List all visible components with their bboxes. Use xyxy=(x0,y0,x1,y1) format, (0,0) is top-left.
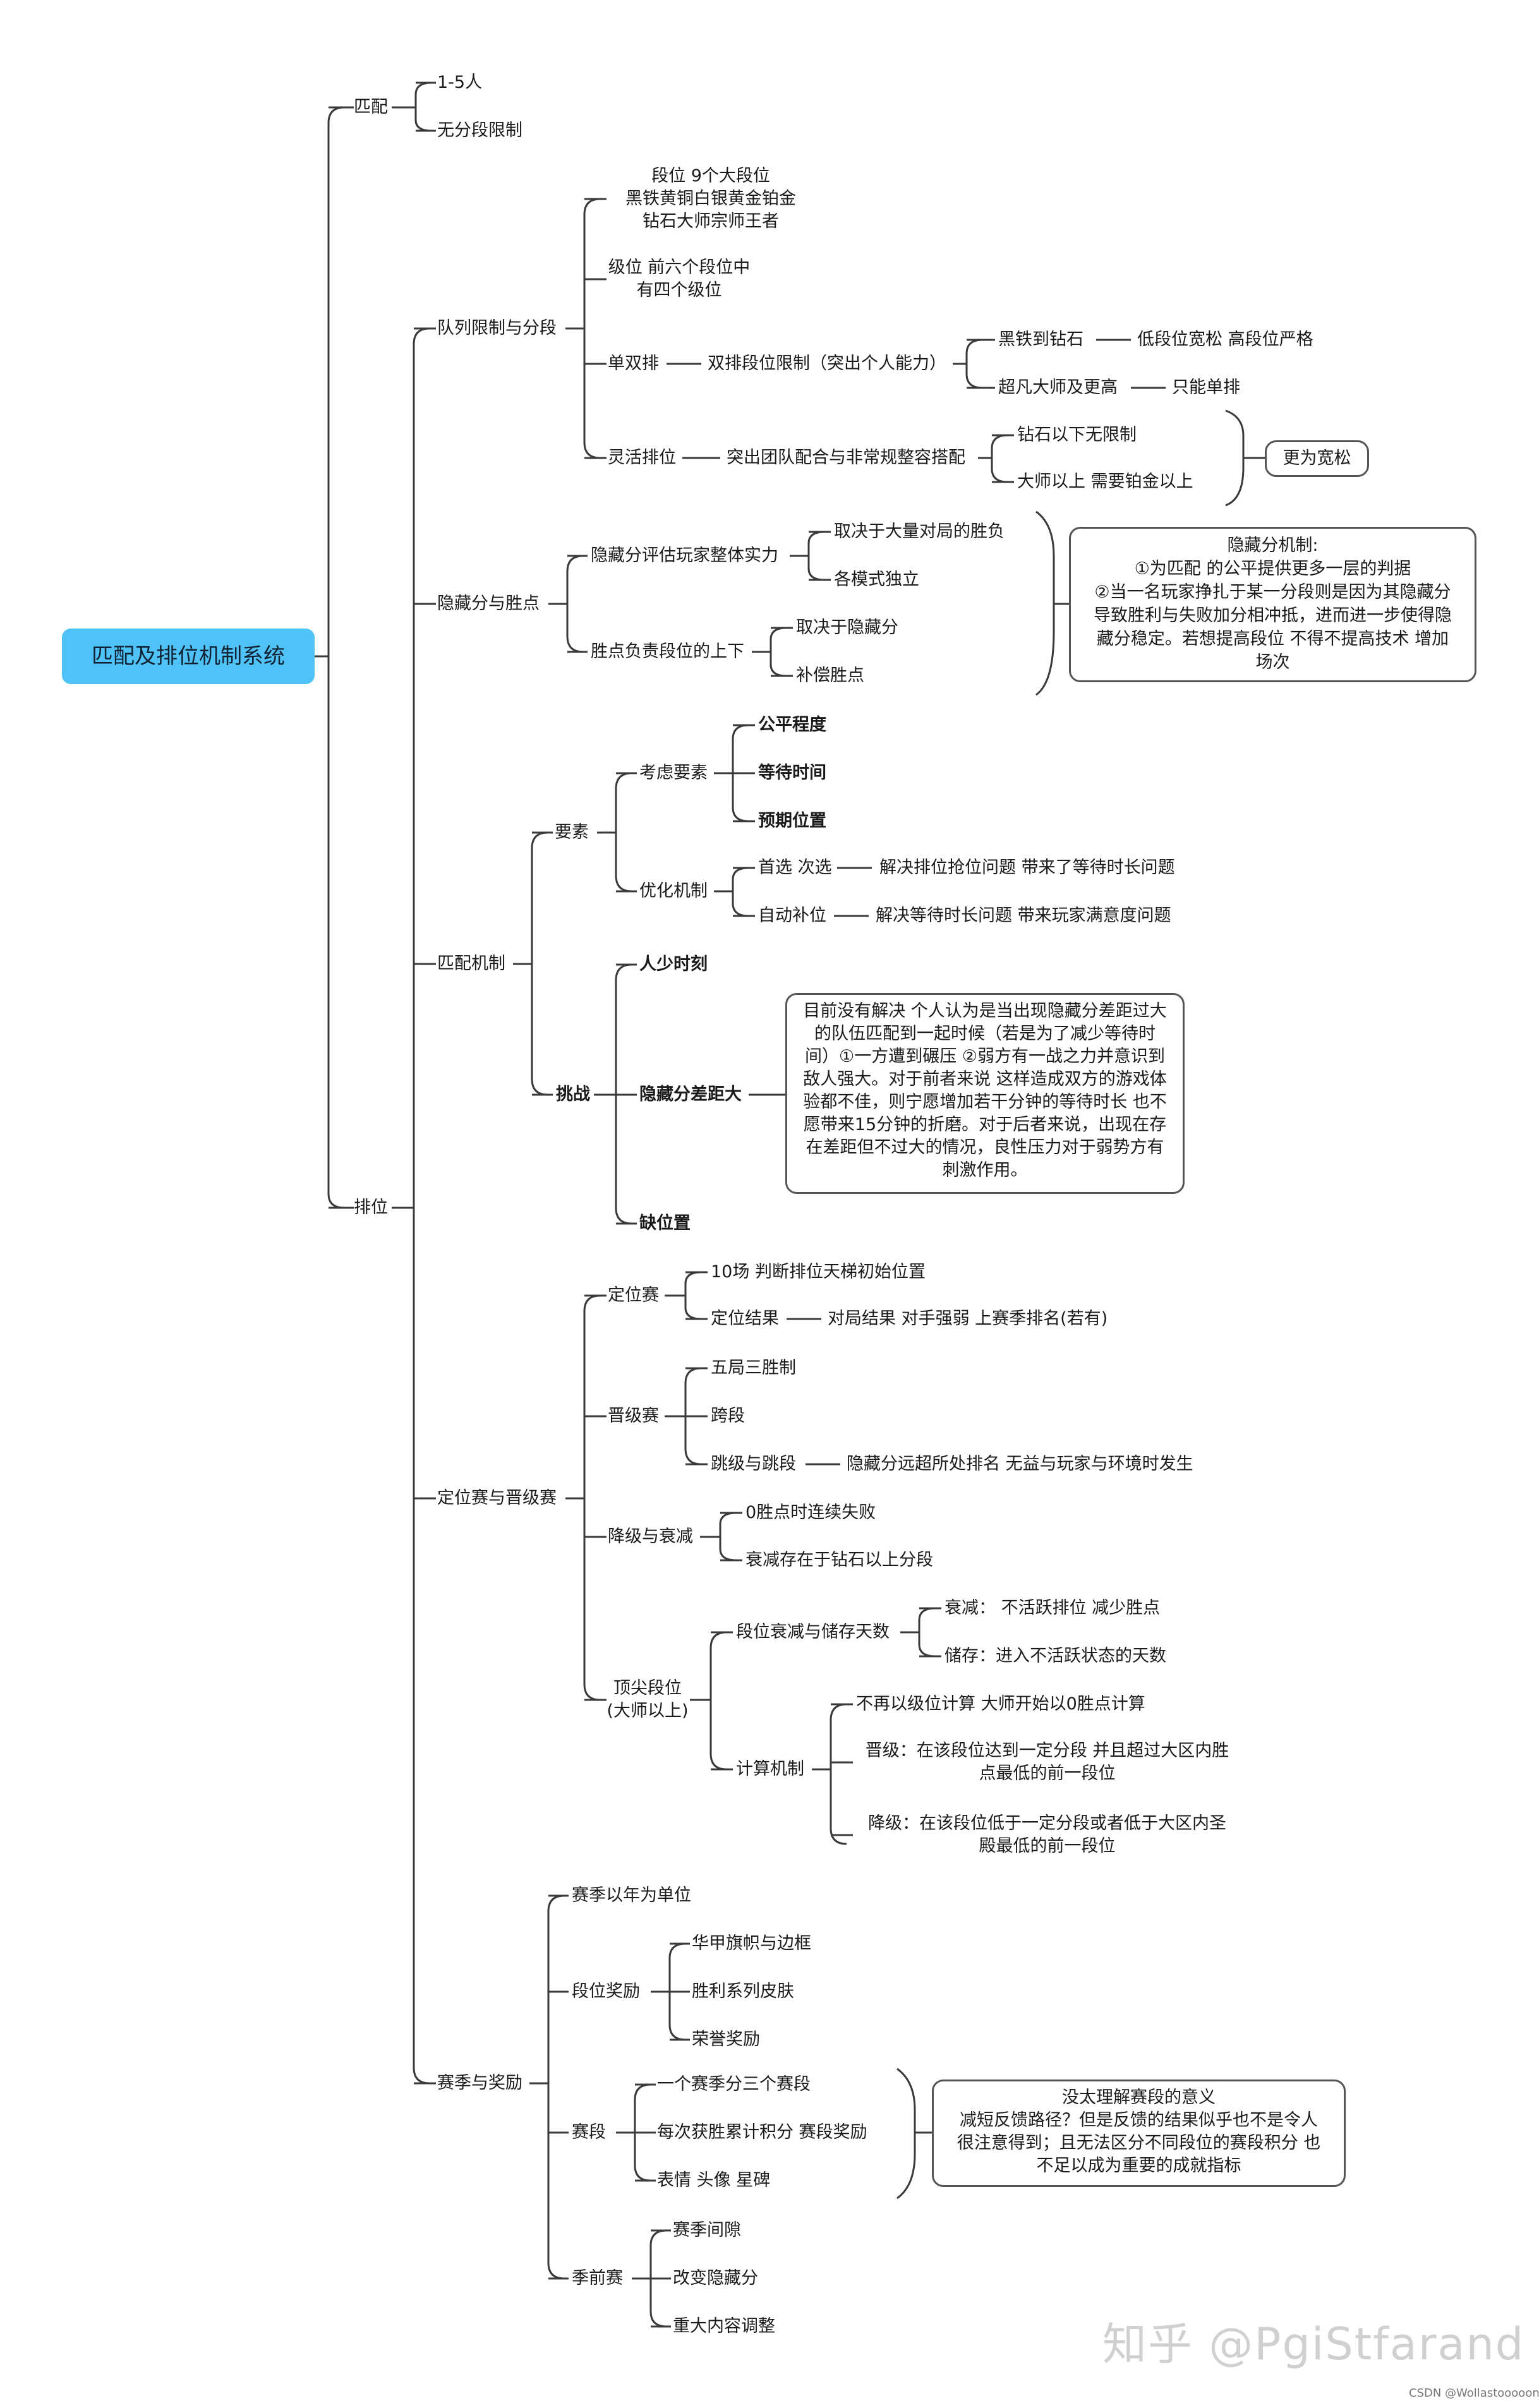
node-demote-loss[interactable]: 0胜点时连续失败 xyxy=(745,1503,876,1522)
node-low-loose[interactable]: 低段位宽松 高段位严格 xyxy=(1137,330,1313,349)
node-expected-pos[interactable]: 预期位置 xyxy=(758,811,826,831)
node-few-players[interactable]: 人少时刻 xyxy=(639,954,708,974)
node-pre-mmr[interactable]: 改变隐藏分 xyxy=(673,2268,758,2288)
node-honor[interactable]: 荣誉奖励 xyxy=(692,2030,760,2049)
node-split-points[interactable]: 每次获胜累计积分 赛段奖励 xyxy=(657,2122,867,2142)
node-placement-result[interactable]: 定位结果 xyxy=(711,1309,779,1328)
note-mmr[interactable]: 隐藏分机制: ①为匹配 的公平提供更多一层的判据 ②当一名玩家挣扎于某一分段则是… xyxy=(1069,527,1476,682)
node-mmr-gap[interactable]: 隐藏分差距大 xyxy=(639,1085,742,1104)
node-solo-only[interactable]: 只能单排 xyxy=(1172,378,1240,397)
node-decay-diamond[interactable]: 衰减存在于钻石以上分段 xyxy=(745,1550,933,1570)
node-victory-skin[interactable]: 胜利系列皮肤 xyxy=(692,1982,794,2001)
node-skip-desc[interactable]: 隐藏分远超所处排名 无益与玩家与环境时发生 xyxy=(847,1454,1193,1474)
credit: CSDN @Wollastooooon xyxy=(1409,2387,1539,2400)
node-pick[interactable]: 首选 次选 xyxy=(758,858,832,877)
node-demote-decay[interactable]: 降级与衰减 xyxy=(608,1527,693,1546)
node-placement-result-desc[interactable]: 对局结果 对手强弱 上赛季排名(若有) xyxy=(828,1309,1108,1328)
node-series[interactable]: 晋级赛 xyxy=(608,1406,659,1426)
node-consider[interactable]: 考虑要素 xyxy=(639,763,708,783)
node-flex-desc[interactable]: 突出团队配合与非常规整容搭配 xyxy=(727,448,965,467)
node-divisions[interactable]: 级位 前六个段位中 有四个级位 xyxy=(608,258,751,300)
node-ranked[interactable]: 排位 xyxy=(354,1198,388,1217)
node-match-no-tier[interactable]: 无分段限制 xyxy=(437,121,522,140)
node-decay-store[interactable]: 段位衰减与储存天数 xyxy=(736,1622,890,1642)
node-lp[interactable]: 胜点负责段位的上下 xyxy=(591,642,744,661)
node-wait-time[interactable]: 等待时间 xyxy=(758,763,826,783)
node-tier-list[interactable]: 段位 9个大段位 黑铁黄铜白银黄金铂金 钻石大师宗师王者 xyxy=(625,166,796,231)
node-flex-below-diamond[interactable]: 钻石以下无限制 xyxy=(1017,425,1137,445)
node-autofill-desc[interactable]: 解决等待时长问题 带来玩家满意度问题 xyxy=(876,906,1171,925)
node-preseason[interactable]: 季前赛 xyxy=(572,2268,623,2288)
watermark: 知乎 @PgiStfarand xyxy=(1102,2318,1525,2370)
node-placement-10[interactable]: 10场 判断排位天梯初始位置 xyxy=(711,1262,926,1282)
node-split[interactable]: 赛段 xyxy=(572,2122,606,2142)
node-calc-lp[interactable]: 不再以级位计算 大师开始以0胜点计算 xyxy=(856,1694,1145,1714)
node-skip[interactable]: 跳级与跳段 xyxy=(711,1454,796,1474)
node-apex[interactable]: 顶尖段位 (大师以上) xyxy=(607,1678,689,1721)
node-tier-reward[interactable]: 段位奖励 xyxy=(572,1982,640,2001)
note-mmr-gap[interactable]: 目前没有解决 个人认为是当出现隐藏分差距过大 的队伍匹配到一起时候（若是为了减少… xyxy=(785,993,1185,1194)
node-placement-promo[interactable]: 定位赛与晋级赛 xyxy=(437,1488,557,1508)
node-cross-tier[interactable]: 跨段 xyxy=(711,1406,745,1426)
node-fairness[interactable]: 公平程度 xyxy=(758,715,826,735)
node-banner[interactable]: 华甲旗帜与边框 xyxy=(692,1934,811,1953)
node-split-three[interactable]: 一个赛季分三个赛段 xyxy=(657,2074,811,2094)
node-mmr-mode[interactable]: 各模式独立 xyxy=(834,570,919,589)
node-solo-duo[interactable]: 单双排 xyxy=(608,354,659,373)
node-calc[interactable]: 计算机制 xyxy=(736,1759,804,1779)
node-split-emotes[interactable]: 表情 头像 星碑 xyxy=(657,2170,771,2190)
node-iron-diamond[interactable]: 黑铁到钻石 xyxy=(998,330,1083,349)
node-duo-limit[interactable]: 双排段位限制（突出个人能力） xyxy=(708,354,946,373)
node-elements[interactable]: 要素 xyxy=(555,822,589,842)
node-match-players[interactable]: 1-5人 xyxy=(437,73,483,92)
note-looser[interactable]: 更为宽松 xyxy=(1265,440,1369,477)
note-split[interactable]: 没太理解赛段的意义 减短反馈路径？但是反馈的结果似乎也不是令人 很注意得到；且无… xyxy=(932,2080,1346,2187)
node-autofill[interactable]: 自动补位 xyxy=(758,906,826,925)
node-store[interactable]: 储存：进入不活跃状态的天数 xyxy=(945,1646,1166,1666)
node-master-up[interactable]: 超凡大师及更高 xyxy=(998,378,1118,397)
node-lack-pos[interactable]: 缺位置 xyxy=(639,1213,691,1233)
node-mmr-games[interactable]: 取决于大量对局的胜负 xyxy=(834,522,1005,541)
node-lp-mmr[interactable]: 取决于隐藏分 xyxy=(796,618,898,637)
node-flex-master[interactable]: 大师以上 需要铂金以上 xyxy=(1017,472,1193,491)
node-calc-promote[interactable]: 晋级：在该段位达到一定分段 并且超过大区内胜 点最低的前一段位 xyxy=(865,1741,1229,1783)
node-mmr-lp[interactable]: 隐藏分与胜点 xyxy=(437,594,540,613)
node-flex[interactable]: 灵活排位 xyxy=(608,448,676,467)
node-placement[interactable]: 定位赛 xyxy=(608,1285,659,1305)
node-optimize[interactable]: 优化机制 xyxy=(639,881,708,901)
node-season-year[interactable]: 赛季以年为单位 xyxy=(572,1886,691,1905)
node-lp-comp[interactable]: 补偿胜点 xyxy=(796,666,864,685)
node-matchmaking[interactable]: 匹配机制 xyxy=(437,954,505,973)
node-calc-demote[interactable]: 降级：在该段位低于一定分段或者低于大区内圣 殿最低的前一段位 xyxy=(868,1814,1226,1856)
node-bo5[interactable]: 五局三胜制 xyxy=(711,1358,796,1378)
node-decay[interactable]: 衰减： 不活跃排位 减少胜点 xyxy=(945,1598,1161,1618)
node-season-rewards[interactable]: 赛季与奖励 xyxy=(437,2073,522,2093)
root-node[interactable]: 匹配及排位机制系统 xyxy=(62,629,315,684)
node-mmr[interactable]: 隐藏分评估玩家整体实力 xyxy=(591,546,778,565)
node-pre-content[interactable]: 重大内容调整 xyxy=(673,2316,775,2336)
node-pre-gap[interactable]: 赛季间隙 xyxy=(673,2220,741,2240)
node-pick-desc[interactable]: 解决排位抢位问题 带来了等待时长问题 xyxy=(879,858,1175,877)
node-queue-tiers[interactable]: 队列限制与分段 xyxy=(437,318,557,338)
node-match[interactable]: 匹配 xyxy=(354,97,388,117)
node-challenge[interactable]: 挑战 xyxy=(556,1085,590,1104)
